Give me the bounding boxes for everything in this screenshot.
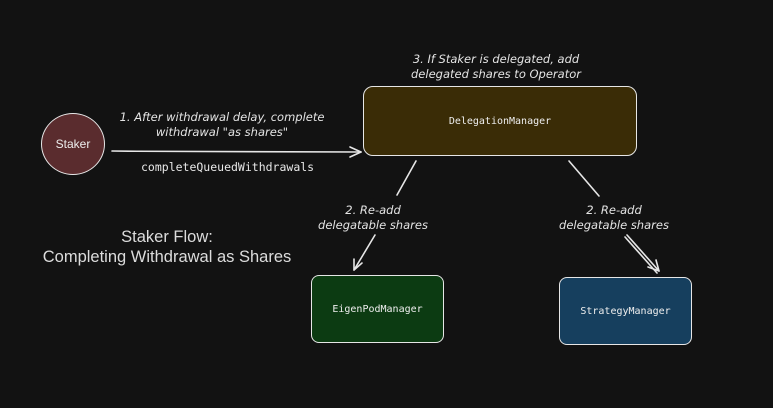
step1-annotation: 1. After withdrawal delay, complete with… bbox=[119, 110, 325, 139]
step1-method-label: completeQueuedWithdrawals bbox=[141, 160, 315, 174]
delegation-manager-label: DelegationManager bbox=[448, 115, 552, 127]
arrow-delegation-to-strategy bbox=[568, 160, 660, 274]
step2-strategy-annotation: 2. Re-add delegatable shares bbox=[559, 203, 669, 232]
eigenpod-manager-label: EigenPodManager bbox=[332, 303, 423, 315]
step2-eigenpod-annotation: 2. Re-add delegatable shares bbox=[318, 203, 428, 232]
diagram-title: Staker Flow: Completing Withdrawal as Sh… bbox=[42, 228, 292, 266]
delegation-manager-node[interactable]: DelegationManager bbox=[363, 86, 637, 156]
staker-node[interactable]: Staker bbox=[41, 113, 105, 175]
strategy-manager-node[interactable]: StrategyManager bbox=[559, 277, 692, 345]
staker-label: Staker bbox=[55, 137, 91, 151]
arrow-delegation-to-eigenpod bbox=[353, 160, 417, 271]
arrow-staker-to-delegation bbox=[111, 146, 362, 158]
strategy-manager-label: StrategyManager bbox=[580, 305, 671, 317]
step3-annotation: 3. If Staker is delegated, add delegated… bbox=[411, 52, 581, 81]
eigenpod-manager-node[interactable]: EigenPodManager bbox=[311, 275, 444, 343]
